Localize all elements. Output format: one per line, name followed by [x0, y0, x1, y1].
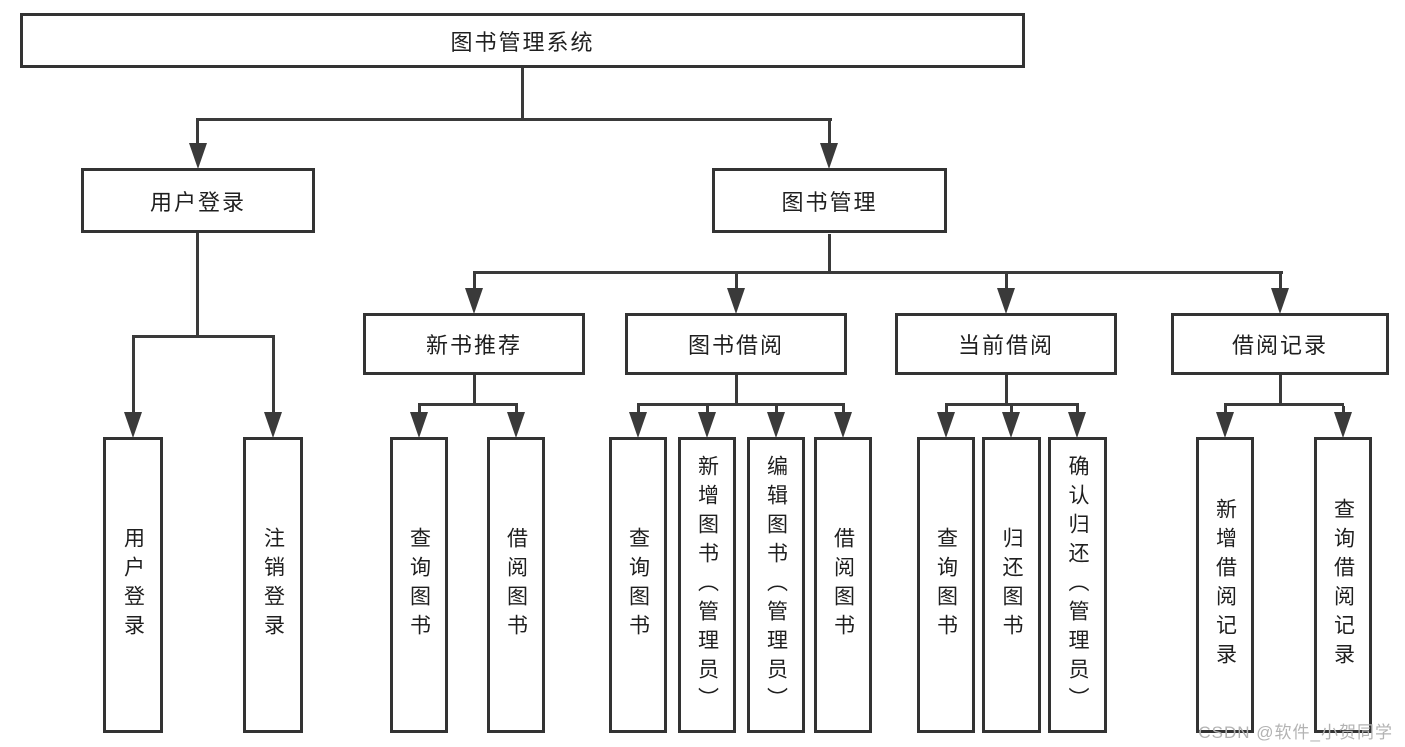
connector-line: [706, 406, 709, 416]
arrowhead-icon: [264, 412, 282, 438]
arrowhead-icon: [507, 412, 525, 438]
connector-line: [637, 403, 845, 406]
leaf-records-query-record-label: 查询借阅记录: [1331, 498, 1355, 672]
connector-line: [1010, 406, 1013, 416]
arrowhead-icon: [698, 412, 716, 438]
leaf-borrow-edit-books-admin-label: 编辑图书（管理员）: [764, 454, 788, 716]
connector-line: [1279, 375, 1282, 406]
leaf-logout-label: 注销登录: [261, 527, 285, 643]
connector-line: [1279, 274, 1282, 290]
connector-line: [945, 406, 948, 416]
leaf-records-add-record-label: 新增借阅记录: [1213, 498, 1237, 672]
leaf-newbook-borrow-books-label: 借阅图书: [504, 527, 528, 643]
connector-line: [418, 403, 518, 406]
leaf-current-query-books-label: 查询图书: [934, 527, 958, 643]
leaf-newbook-query-books: 查询图书: [390, 437, 448, 733]
leaf-borrow-borrow-books: 借阅图书: [814, 437, 872, 733]
connector-line: [775, 406, 778, 416]
node-current-borrow: 当前借阅: [895, 313, 1117, 375]
arrowhead-icon: [1334, 412, 1352, 438]
leaf-newbook-borrow-books: 借阅图书: [487, 437, 545, 733]
leaf-newbook-query-books-label: 查询图书: [407, 527, 431, 643]
leaf-records-query-record: 查询借阅记录: [1314, 437, 1372, 733]
connector-line: [1005, 375, 1008, 406]
connector-line: [828, 121, 831, 147]
node-book-mgmt: 图书管理: [712, 168, 947, 233]
connector-line: [735, 375, 738, 406]
leaf-user-login-label: 用户登录: [121, 527, 145, 643]
connector-line: [473, 274, 476, 290]
arrowhead-icon: [1002, 412, 1020, 438]
connector-line: [272, 338, 275, 416]
leaf-borrow-add-books-admin: 新增图书（管理员）: [678, 437, 736, 733]
connector-line: [1342, 406, 1345, 416]
leaf-borrow-borrow-books-label: 借阅图书: [831, 527, 855, 643]
connector-line: [418, 406, 421, 416]
arrowhead-icon: [820, 143, 838, 169]
arrowhead-icon: [1068, 412, 1086, 438]
connector-line: [637, 406, 640, 416]
connector-line: [735, 274, 738, 290]
node-borrow-records-label: 借阅记录: [1231, 333, 1328, 358]
arrowhead-icon: [767, 412, 785, 438]
arrowhead-icon: [1216, 412, 1234, 438]
arrowhead-icon: [1271, 288, 1289, 314]
node-user-login: 用户登录: [81, 168, 315, 233]
node-book-mgmt-label: 图书管理: [781, 189, 878, 215]
arrowhead-icon: [834, 412, 852, 438]
node-user-login-label: 用户登录: [149, 189, 246, 215]
connector-line: [828, 234, 831, 274]
connector-line: [132, 338, 135, 416]
node-root: 图书管理系统: [20, 13, 1025, 68]
connector-line: [132, 335, 275, 338]
connector-line: [196, 121, 199, 147]
arrowhead-icon: [937, 412, 955, 438]
connector-line: [515, 406, 518, 416]
connector-line: [196, 233, 199, 338]
arrowhead-icon: [727, 288, 745, 314]
leaf-current-confirm-return-admin: 确认归还（管理员）: [1048, 437, 1107, 733]
connector-line: [521, 68, 524, 121]
node-current-borrow-label: 当前借阅: [957, 333, 1054, 358]
leaf-records-add-record: 新增借阅记录: [1196, 437, 1254, 733]
node-borrow-records: 借阅记录: [1171, 313, 1389, 375]
arrowhead-icon: [629, 412, 647, 438]
arrowhead-icon: [189, 143, 207, 169]
node-book-borrow-label: 图书借阅: [687, 333, 784, 358]
leaf-borrow-query-books: 查询图书: [609, 437, 667, 733]
connector-line: [1224, 406, 1227, 416]
connector-line: [1224, 403, 1344, 406]
node-book-borrow: 图书借阅: [625, 313, 847, 375]
leaf-user-login: 用户登录: [103, 437, 163, 733]
node-root-label: 图书管理系统: [450, 29, 595, 55]
leaf-borrow-edit-books-admin: 编辑图书（管理员）: [747, 437, 805, 733]
connector-line: [473, 271, 1283, 274]
leaf-logout: 注销登录: [243, 437, 303, 733]
arrowhead-icon: [465, 288, 483, 314]
connector-line: [842, 406, 845, 416]
node-new-book-rec-label: 新书推荐: [425, 333, 522, 358]
leaf-borrow-query-books-label: 查询图书: [626, 527, 650, 643]
arrowhead-icon: [997, 288, 1015, 314]
connector-line: [1005, 274, 1008, 290]
connector-line: [473, 375, 476, 406]
leaf-current-return-books: 归还图书: [982, 437, 1041, 733]
connector-line: [1076, 406, 1079, 416]
arrowhead-icon: [124, 412, 142, 438]
csdn-watermark: CSDN @软件_小贺同学: [1198, 723, 1393, 742]
leaf-borrow-add-books-admin-label: 新增图书（管理员）: [695, 454, 719, 716]
leaf-current-confirm-return-admin-label: 确认归还（管理员）: [1066, 454, 1089, 716]
node-new-book-rec: 新书推荐: [363, 313, 585, 375]
connector-line: [196, 118, 832, 121]
arrowhead-icon: [410, 412, 428, 438]
leaf-current-return-books-label: 归还图书: [1000, 527, 1023, 643]
leaf-current-query-books: 查询图书: [917, 437, 975, 733]
connector-line: [945, 403, 1079, 406]
